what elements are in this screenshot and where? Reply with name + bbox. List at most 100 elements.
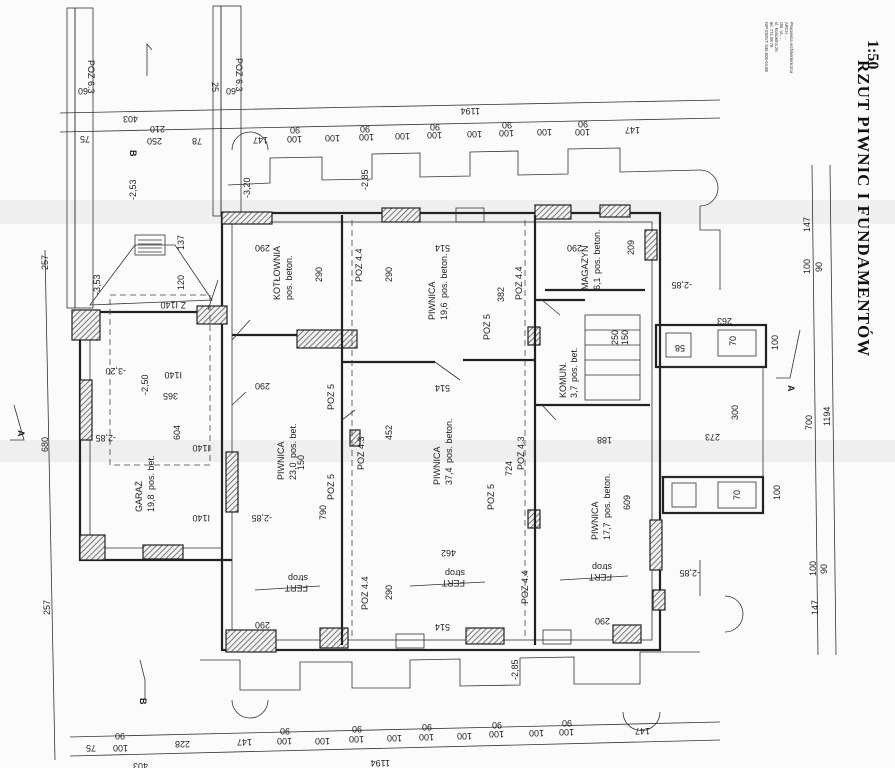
top-dimensions: 403 1194 210 250 78 147 90 100 100 90 10… — [59, 99, 721, 146]
svg-text:290: 290 — [595, 616, 610, 626]
svg-text:290: 290 — [384, 267, 394, 282]
svg-text:tel. 774 28 79: tel. 774 28 79 — [769, 22, 774, 48]
exterior-walls — [78, 211, 662, 652]
svg-text:100: 100 — [802, 259, 812, 274]
room-label-piwnica-4: PIWNICA 17,7 pos. beton. — [590, 473, 612, 540]
svg-text:90: 90 — [819, 564, 829, 574]
svg-text:273: 273 — [705, 432, 720, 442]
svg-text:I140: I140 — [192, 513, 210, 523]
svg-text:250: 250 — [147, 136, 162, 146]
svg-text:strop: strop — [592, 562, 612, 572]
svg-text:100: 100 — [467, 129, 482, 139]
svg-text:Z I140: Z I140 — [160, 300, 186, 310]
position-labels: POZ 4.4 POZ 4.4 POZ 5 POZ 5 POZ 4.3 POZ … — [326, 248, 530, 610]
section-b-top: B — [128, 150, 138, 157]
svg-text:POZ 6.3: POZ 6.3 — [86, 60, 96, 94]
svg-text:150: 150 — [620, 330, 630, 345]
bottom-dimensions: 75 90 100 228 403 1194 147 90 100 100 90… — [69, 718, 721, 771]
svg-text:PIWNICA: PIWNICA — [590, 501, 600, 540]
svg-text:POZ 4.4: POZ 4.4 — [514, 266, 524, 300]
svg-text:pos. beton.: pos. beton. — [602, 473, 612, 518]
svg-text:790: 790 — [318, 505, 328, 520]
svg-text:452: 452 — [384, 425, 394, 440]
svg-text:-3,20: -3,20 — [105, 366, 126, 376]
svg-text:POZ 4.4: POZ 4.4 — [360, 576, 370, 610]
svg-text:90: 90 — [492, 720, 502, 730]
svg-text:100: 100 — [770, 335, 780, 350]
svg-text:120: 120 — [176, 275, 186, 290]
svg-text:19,8: 19,8 — [146, 494, 156, 512]
svg-text:137: 137 — [176, 235, 186, 250]
room-label-magazyn: MAGAZYN 6,1 pos. beton. — [580, 229, 602, 290]
svg-text:pos. beton.: pos. beton. — [444, 418, 454, 463]
svg-text:NIP IDENT. 536-000-64-80: NIP IDENT. 536-000-64-80 — [764, 22, 769, 73]
svg-text:37,4: 37,4 — [444, 467, 454, 485]
svg-text:100: 100 — [349, 734, 364, 744]
svg-text:75: 75 — [86, 743, 96, 753]
svg-text:257: 257 — [42, 600, 52, 615]
svg-text:1194: 1194 — [461, 106, 480, 116]
svg-text:1194: 1194 — [822, 407, 832, 426]
svg-text:POZ 5: POZ 5 — [326, 474, 336, 500]
svg-text:147: 147 — [253, 135, 268, 145]
architect-stamp: Pracownia Architektoniczna ARCH. ... OB.… — [764, 22, 794, 74]
left-dimensions: 257 680 257 — [40, 249, 56, 761]
svg-text:POZ 4.3: POZ 4.3 — [356, 436, 366, 470]
level-markers: -2,53 -3,53 -3,20 -2,85 -2,50 -2,85 -2,8… — [92, 169, 700, 680]
svg-text:403: 403 — [133, 761, 148, 768]
section-a-right: A — [786, 385, 796, 392]
room-label-kotlownia: KOTŁOWNIA pos. beton. — [272, 246, 294, 300]
svg-text:strop: strop — [288, 573, 308, 583]
svg-text:100: 100 — [277, 736, 292, 746]
svg-text:pos. bet.: pos. bet. — [146, 455, 156, 490]
svg-text:724: 724 — [504, 461, 514, 476]
svg-text:100: 100 — [457, 731, 472, 741]
svg-text:609: 609 — [622, 495, 632, 510]
svg-text:PIWNICA: PIWNICA — [432, 446, 442, 485]
svg-text:90: 90 — [578, 119, 588, 129]
scan-fold — [0, 440, 895, 462]
beam-poz63-left: POZ 6.3 60 75 — [66, 7, 96, 309]
svg-text:228: 228 — [175, 739, 190, 749]
svg-text:90: 90 — [360, 124, 370, 134]
title-block: RZUT PIWNIC I FUNDAMENTÓW 1:50 Pracownia… — [764, 22, 881, 357]
svg-text:-2,53: -2,53 — [128, 179, 138, 200]
svg-text:147: 147 — [802, 217, 812, 232]
svg-text:100: 100 — [537, 127, 552, 137]
svg-text:90: 90 — [290, 125, 300, 135]
svg-text:514: 514 — [435, 383, 450, 393]
svg-text:PIWNICA: PIWNICA — [276, 441, 286, 480]
svg-text:POZ 4.4: POZ 4.4 — [520, 570, 530, 604]
svg-text:23,0: 23,0 — [288, 462, 298, 480]
svg-text:90: 90 — [814, 262, 824, 272]
section-b-bottom: B — [138, 698, 148, 705]
svg-text:90: 90 — [562, 718, 572, 728]
svg-text:290: 290 — [255, 243, 270, 253]
svg-text:100: 100 — [808, 561, 818, 576]
svg-text:FERT: FERT — [284, 583, 308, 593]
svg-text:290: 290 — [314, 267, 324, 282]
svg-text:POZ 4.4: POZ 4.4 — [354, 248, 364, 282]
svg-text:pos. beton.: pos. beton. — [439, 253, 449, 298]
svg-text:365: 365 — [163, 391, 178, 401]
svg-text:KOTŁOWNIA: KOTŁOWNIA — [272, 246, 282, 300]
svg-text:90: 90 — [280, 726, 290, 736]
svg-text:POZ 4.3: POZ 4.3 — [516, 436, 526, 470]
svg-text:90: 90 — [352, 724, 362, 734]
svg-text:90: 90 — [115, 731, 125, 741]
svg-text:17,7: 17,7 — [602, 522, 612, 540]
svg-text:263: 263 — [717, 316, 732, 326]
svg-text:-2,85: -2,85 — [679, 568, 700, 578]
garage-ramp — [89, 234, 213, 306]
svg-text:ul. Kościelna 26: ul. Kościelna 26 — [774, 22, 779, 52]
svg-text:MAGAZYN: MAGAZYN — [580, 245, 590, 290]
svg-text:78: 78 — [192, 136, 202, 146]
svg-text:150: 150 — [296, 455, 306, 470]
svg-text:58: 58 — [675, 343, 685, 353]
svg-text:403: 403 — [123, 114, 138, 124]
svg-text:PIWNICA: PIWNICA — [427, 281, 437, 320]
svg-text:6,1: 6,1 — [592, 277, 602, 290]
svg-text:100: 100 — [113, 743, 128, 753]
svg-text:-2,85: -2,85 — [671, 280, 692, 290]
